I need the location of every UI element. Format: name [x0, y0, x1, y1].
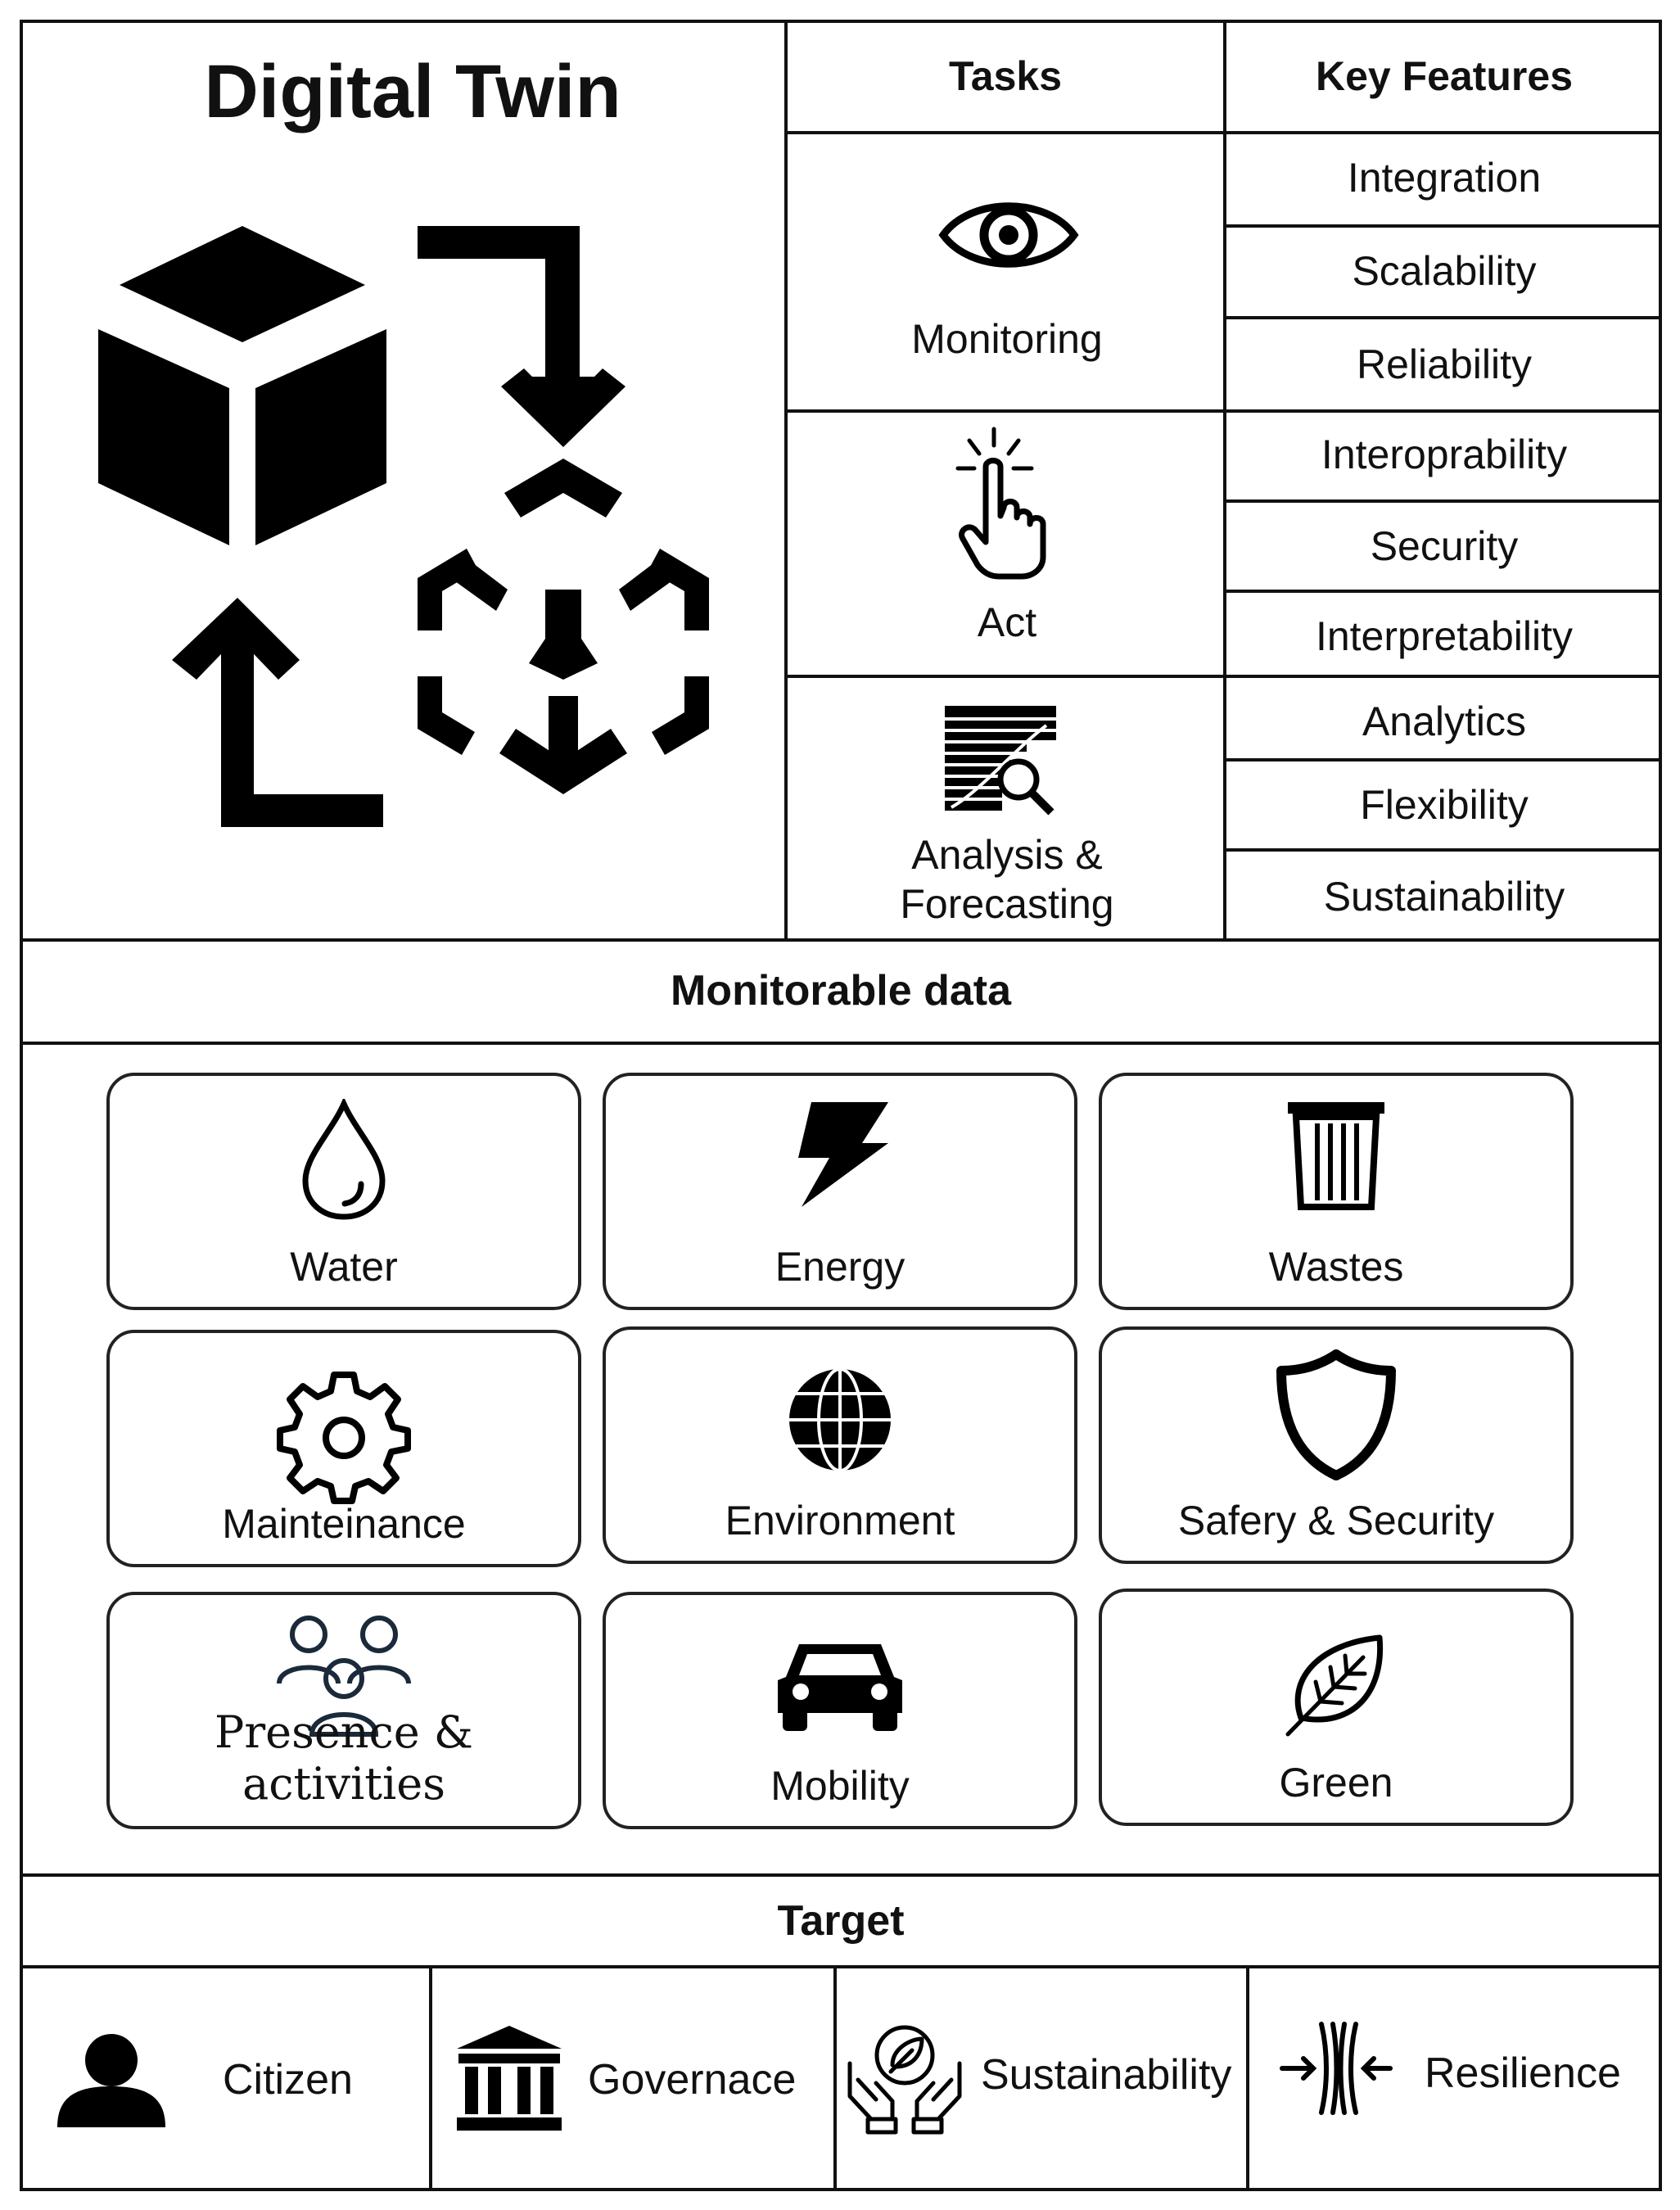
- pointer-hand-icon: [955, 427, 1046, 580]
- target-governace-label: Governace: [588, 2056, 797, 2104]
- feature-sustainability: Sustainability: [1323, 874, 1565, 920]
- gear-icon: [277, 1372, 411, 1504]
- card-mobility-label: Mobility: [770, 1763, 910, 1809]
- dashed-cube-icon: [418, 459, 709, 794]
- card-presence: Presence & activities: [106, 1592, 581, 1829]
- card-energy-label: Energy: [775, 1244, 905, 1290]
- tasks-header: Tasks: [948, 53, 1063, 99]
- card-presence-label: Presence & activities: [215, 1706, 473, 1810]
- divider-target: [1246, 1965, 1249, 2191]
- card-environment: Environment: [603, 1326, 1077, 1564]
- card-wastes-label: Wastes: [1268, 1244, 1404, 1290]
- feature-integration: Integration: [1347, 155, 1542, 201]
- eye-icon: [938, 202, 1079, 268]
- card-green: Green: [1099, 1589, 1574, 1826]
- divider-target-top: [20, 1873, 1662, 1877]
- feature-reliability: Reliability: [1357, 341, 1532, 387]
- monitorable-header: Monitorable data: [670, 967, 1012, 1015]
- divider-feature: [1223, 848, 1662, 852]
- solid-cube-icon: [98, 226, 386, 545]
- leaf-icon: [1285, 1634, 1384, 1737]
- divider-feature: [1223, 590, 1662, 593]
- divider-title-tasks: [784, 20, 788, 942]
- shield-icon: [1276, 1349, 1396, 1480]
- target-citizen-label: Citizen: [223, 2056, 353, 2104]
- target-resilience-label: Resilience: [1425, 2050, 1621, 2097]
- feature-analytics: Analytics: [1362, 698, 1527, 744]
- trash-can-icon: [1288, 1102, 1384, 1210]
- digital-twin-illustration: [98, 226, 709, 827]
- task-analysis-label: Analysis & Forecasting: [788, 830, 1226, 929]
- divider-target: [429, 1965, 432, 2191]
- feature-interpretability: Interpretability: [1315, 613, 1574, 659]
- government-building-icon: [457, 2026, 562, 2131]
- card-wastes: Wastes: [1099, 1073, 1574, 1310]
- feature-scalability: Scalability: [1352, 248, 1537, 294]
- analysis-chart-icon: [945, 706, 1056, 816]
- diagram-frame: [20, 20, 1662, 2191]
- feature-interoprability: Interoprability: [1321, 432, 1568, 477]
- divider-task1: [784, 409, 1662, 413]
- divider-monitorable-header: [20, 1042, 1662, 1045]
- card-safety: Safery & Security: [1099, 1326, 1574, 1564]
- divider-feature: [1223, 499, 1662, 503]
- divider-task2: [784, 675, 1662, 678]
- card-energy: Energy: [603, 1073, 1077, 1310]
- globe-icon: [789, 1367, 891, 1472]
- target-header: Target: [777, 1897, 905, 1945]
- card-mainteinance: Mainteinance: [106, 1330, 581, 1567]
- divider-tasks-features: [1223, 20, 1226, 942]
- person-icon: [57, 2034, 165, 2127]
- card-safety-label: Safery & Security: [1177, 1498, 1495, 1543]
- task-act-label: Act: [977, 599, 1037, 645]
- divider-feature: [1223, 224, 1662, 228]
- lightning-icon: [798, 1102, 888, 1207]
- people-group-icon: [277, 1616, 411, 1737]
- divider-feature: [1223, 316, 1662, 319]
- card-mobility: Mobility: [603, 1592, 1077, 1829]
- card-water: Water: [106, 1073, 581, 1310]
- divider-target-header: [20, 1965, 1662, 1968]
- divider-monitorable-top: [20, 938, 1662, 942]
- car-icon: [778, 1644, 902, 1731]
- resilience-arrows-icon: [1280, 2022, 1393, 2115]
- water-drop-icon: [302, 1099, 386, 1220]
- task-analysis-line2: Forecasting: [900, 881, 1114, 927]
- target-sustainability-label: Sustainability: [981, 2051, 1232, 2099]
- divider-feature: [1223, 758, 1662, 762]
- card-green-label: Green: [1279, 1760, 1393, 1806]
- feature-flexibility: Flexibility: [1360, 782, 1529, 828]
- card-mainteinance-label: Mainteinance: [222, 1501, 466, 1547]
- divider-header: [784, 131, 1662, 134]
- diagram-title: Digital Twin: [204, 50, 621, 133]
- arrow-up-left-icon: [172, 598, 383, 827]
- task-analysis-line1: Analysis &: [911, 832, 1103, 878]
- feature-security: Security: [1370, 523, 1519, 569]
- card-environment-label: Environment: [725, 1498, 955, 1543]
- arrow-down-right-icon: [418, 226, 625, 447]
- card-water-label: Water: [290, 1244, 398, 1290]
- hands-globe-icon: [847, 2025, 962, 2135]
- task-monitoring-label: Monitoring: [911, 316, 1103, 362]
- key-features-header: Key Features: [1315, 53, 1574, 99]
- divider-target: [833, 1965, 837, 2191]
